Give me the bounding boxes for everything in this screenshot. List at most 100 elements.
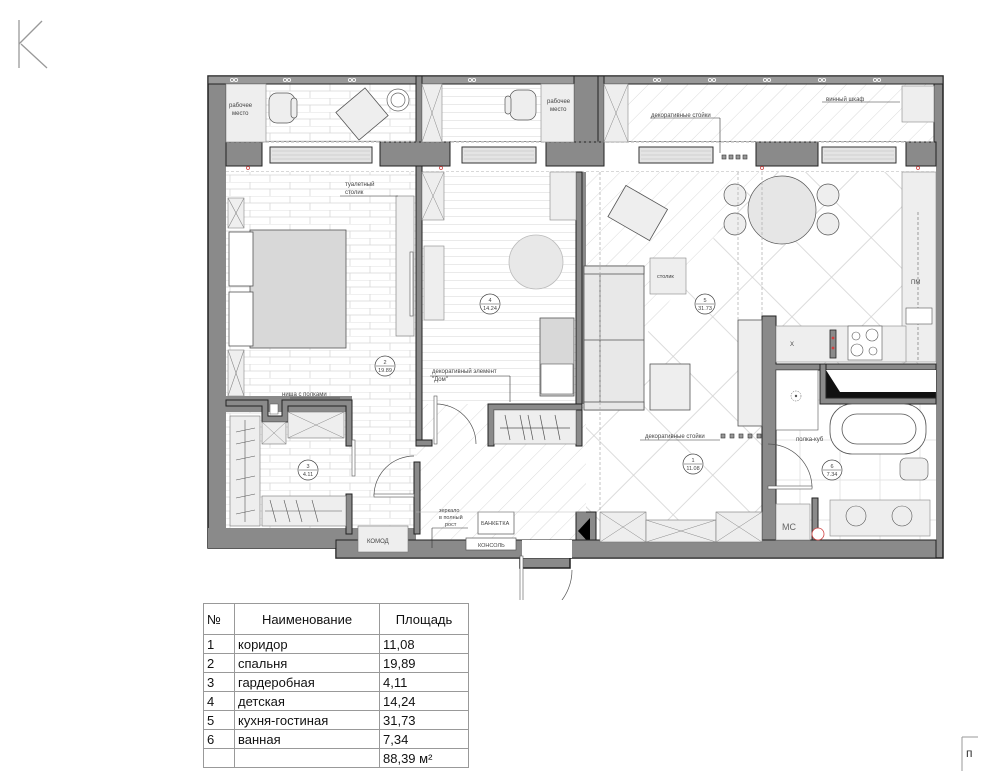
kitchen-counter <box>775 325 907 363</box>
row-num: 3 <box>203 672 235 692</box>
dresser <box>357 525 409 553</box>
kitchen-column <box>901 171 937 363</box>
row-name: коридор <box>234 634 380 654</box>
label-mirror-1: зеркало <box>439 508 460 514</box>
row-num: 4 <box>203 691 235 711</box>
label-washer: МС <box>782 522 796 532</box>
row-area: 11,08 <box>379 634 469 654</box>
row-area: 31,73 <box>379 710 469 730</box>
nightstand-cross <box>227 197 245 397</box>
table-row: 2 спальня 19,89 <box>203 653 469 673</box>
table-row: 6 ванная 7,34 <box>203 729 469 749</box>
decor-posts-top <box>721 154 748 160</box>
row-name: спальня <box>234 653 380 673</box>
room-4-area: 14.24 <box>483 306 497 312</box>
label-workplace-left-1: рабочее <box>229 103 253 109</box>
kids-desk <box>423 245 445 321</box>
toilet <box>899 457 929 481</box>
label-workplace-left-2: место <box>232 111 249 117</box>
room-2-area: 19.89 <box>378 368 392 374</box>
row-area: 4,11 <box>379 672 469 692</box>
label-vanity-table-1: туалетный <box>345 181 374 188</box>
row-num: 2 <box>203 653 235 673</box>
workplace-left-desk <box>225 83 267 143</box>
corner-mark-text: п <box>966 746 973 760</box>
table-total-row: 88,39 м² <box>203 748 469 768</box>
entry-door-swing <box>561 569 573 600</box>
label-coffee-table: столик <box>657 274 674 280</box>
label-vanity-table-2: столик <box>345 190 364 196</box>
label-dishwasher: ПМ <box>911 280 920 286</box>
room-6-area: 7.34 <box>827 472 838 478</box>
label-workplace-mid-1: рабочее <box>547 99 571 105</box>
pouf <box>649 363 691 411</box>
table-row: 5 кухня-гостиная 31,73 <box>203 710 469 730</box>
label-decor-house-1: декоративный элемент <box>432 368 497 375</box>
row-area: 14,24 <box>379 691 469 711</box>
label-decor-house-2: "Дом" <box>432 377 448 383</box>
bedroom-wardrobe <box>395 195 415 337</box>
label-console: КОНСОЛЬ <box>478 543 505 549</box>
row-area: 19,89 <box>379 653 469 673</box>
table-row: 4 детская 14,24 <box>203 691 469 711</box>
workplace-mid-desk <box>540 83 575 143</box>
floor-plan: 1 11.08 2 19.89 3 4.11 4 14.24 5 31.73 6… <box>207 75 944 600</box>
kids-wardrobe <box>493 409 577 445</box>
cooktop-icon <box>847 325 883 361</box>
dining-set <box>723 175 840 245</box>
row-area: 7,34 <box>379 729 469 749</box>
armchair-left-icon <box>335 87 389 141</box>
kids-rug <box>508 234 564 290</box>
row-name: гардеробная <box>234 672 380 692</box>
total-empty-num <box>203 748 235 768</box>
corner-mark-icon: п <box>961 736 978 771</box>
row-num: 5 <box>203 710 235 730</box>
office-chair-mid-icon <box>504 89 537 121</box>
label-niche-shelves: ниша с полками <box>282 392 327 398</box>
total-empty-name <box>234 748 380 768</box>
area-table: № Наименование Площадь 1 коридор 11,08 2… <box>203 603 469 768</box>
room-6-number: 6 <box>830 464 833 470</box>
label-mirror-2: в полный <box>439 514 463 521</box>
label-workplace-mid-2: место <box>550 107 567 113</box>
table-row: 3 гардеробная 4,11 <box>203 672 469 692</box>
row-num: 6 <box>203 729 235 749</box>
header-name: Наименование <box>234 603 380 635</box>
room-3-number: 3 <box>306 464 309 470</box>
row-num: 1 <box>203 634 235 654</box>
wine-cabinet <box>901 85 935 123</box>
coffee-table <box>649 257 687 295</box>
label-decor-posts-top: декоративные стойки <box>651 112 711 119</box>
label-decor-posts-bottom: декоративные стойки <box>645 433 705 440</box>
row-name: детская <box>234 691 380 711</box>
office-chair-left-icon <box>268 92 298 124</box>
sofa <box>583 265 645 411</box>
room-4-number: 4 <box>488 298 491 304</box>
room-2-number: 2 <box>383 360 386 366</box>
washing-machine <box>775 503 811 541</box>
shower <box>775 369 819 431</box>
armchair-living-icon <box>607 184 669 242</box>
row-name: ванная <box>234 729 380 749</box>
label-shelf-cube: полка-куб <box>796 437 824 443</box>
bed <box>228 229 347 349</box>
table-row: 1 коридор 11,08 <box>203 634 469 654</box>
table-header-row: № Наименование Площадь <box>203 603 469 635</box>
bathtub-icon <box>829 403 927 455</box>
label-dresser: КОМОД <box>367 539 389 545</box>
room-1-area: 11.08 <box>686 466 699 472</box>
header-area: Площадь <box>379 603 469 635</box>
decor-posts-bottom <box>720 433 762 439</box>
total-area: 88,39 м² <box>379 748 469 768</box>
label-fridge: Х <box>790 342 794 348</box>
header-num: № <box>203 603 235 635</box>
room-5-number: 5 <box>703 298 706 304</box>
room-5-area: 31.73 <box>698 306 712 312</box>
logo-k-icon <box>18 20 48 69</box>
row-name: кухня-гостиная <box>234 710 380 730</box>
label-wine-cabinet: винный шкаф <box>826 96 864 103</box>
label-bench: БАНКЕТКА <box>481 521 510 527</box>
label-mirror-3: рост <box>445 522 457 528</box>
vanity <box>829 499 931 537</box>
round-table-icon <box>386 88 410 112</box>
